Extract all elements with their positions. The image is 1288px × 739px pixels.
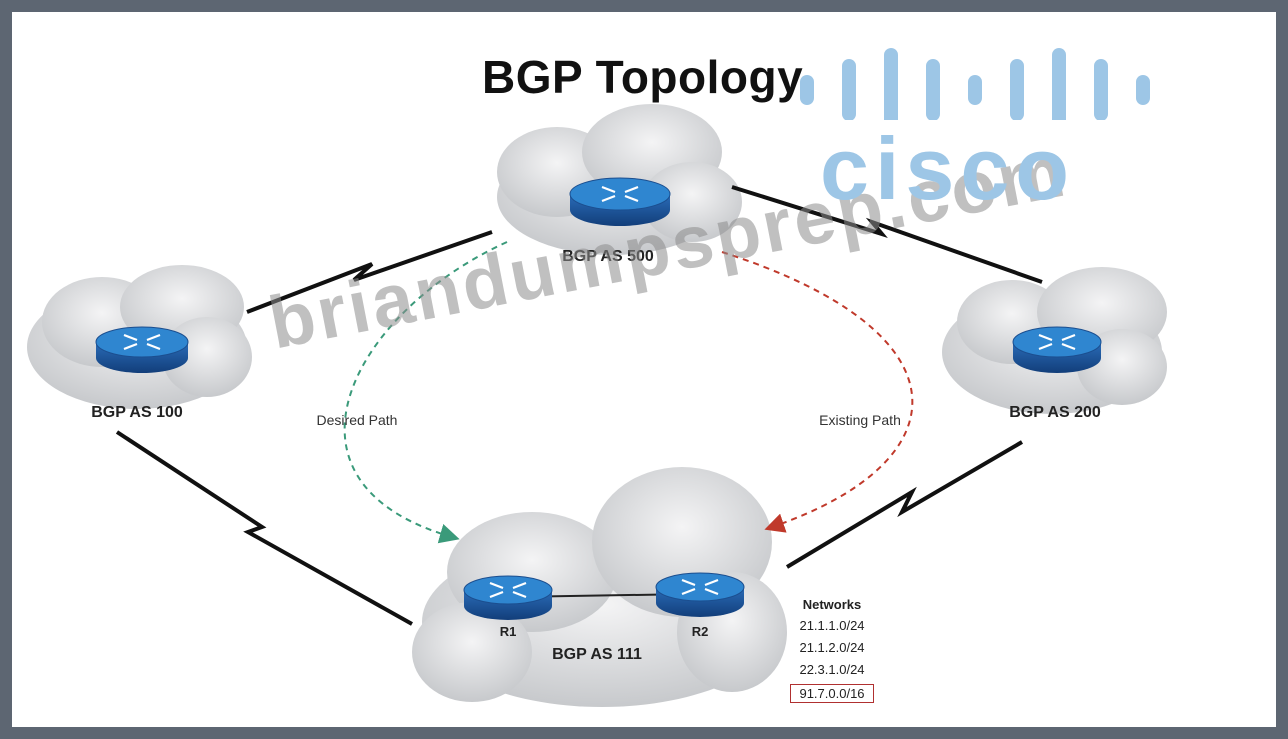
existing-path-label: Existing Path bbox=[819, 412, 901, 428]
cisco-bar bbox=[968, 75, 982, 105]
diagram-title: BGP Topology bbox=[482, 51, 804, 103]
as111-label: BGP AS 111 bbox=[552, 646, 642, 663]
networks-list: Networks 21.1.1.0/24 21.1.2.0/24 22.3.1.… bbox=[777, 597, 887, 710]
link-as100-as500 bbox=[246, 230, 493, 314]
as100-label: BGP AS 100 bbox=[91, 404, 183, 421]
cisco-bars-logo bbox=[800, 48, 1150, 120]
network-item: 22.3.1.0/24 bbox=[799, 662, 865, 677]
router-as200-icon bbox=[1012, 326, 1102, 373]
desired-path-label: Desired Path bbox=[316, 412, 398, 428]
cisco-bar bbox=[1052, 48, 1066, 120]
router-r1-label: R1 bbox=[499, 624, 517, 639]
networks-heading: Networks bbox=[802, 597, 862, 612]
cisco-bar bbox=[1094, 59, 1108, 120]
cisco-bar bbox=[926, 59, 940, 120]
cisco-logo-text: cisco bbox=[820, 119, 1076, 218]
cisco-bar bbox=[1136, 75, 1150, 105]
link-as200-as111 bbox=[785, 440, 1024, 569]
router-r2-label: R2 bbox=[691, 624, 709, 639]
as500-label: BGP AS 500 bbox=[562, 248, 654, 265]
link-as100-as111 bbox=[115, 430, 413, 626]
desired-path-arrow bbox=[343, 241, 508, 544]
cisco-bar bbox=[1010, 59, 1024, 120]
cisco-bar bbox=[800, 75, 814, 105]
router-as500-icon bbox=[569, 177, 671, 226]
router-as100-icon bbox=[95, 326, 189, 373]
link-as500-as200 bbox=[731, 185, 1043, 284]
cisco-bar bbox=[884, 48, 898, 120]
diagram-canvas: BGP Topology BGP AS 500 BGP AS 100 BGP A… bbox=[12, 12, 1276, 727]
network-item: 21.1.1.0/24 bbox=[799, 618, 865, 633]
as200-label: BGP AS 200 bbox=[1009, 404, 1101, 421]
network-item-highlighted: 91.7.0.0/16 bbox=[790, 684, 874, 703]
router-r2-icon bbox=[655, 572, 745, 617]
router-r1-icon bbox=[463, 575, 553, 620]
network-item: 21.1.2.0/24 bbox=[799, 640, 865, 655]
cisco-bar bbox=[842, 59, 856, 120]
existing-path-arrow bbox=[721, 251, 914, 533]
topology-graphic bbox=[27, 104, 1167, 707]
